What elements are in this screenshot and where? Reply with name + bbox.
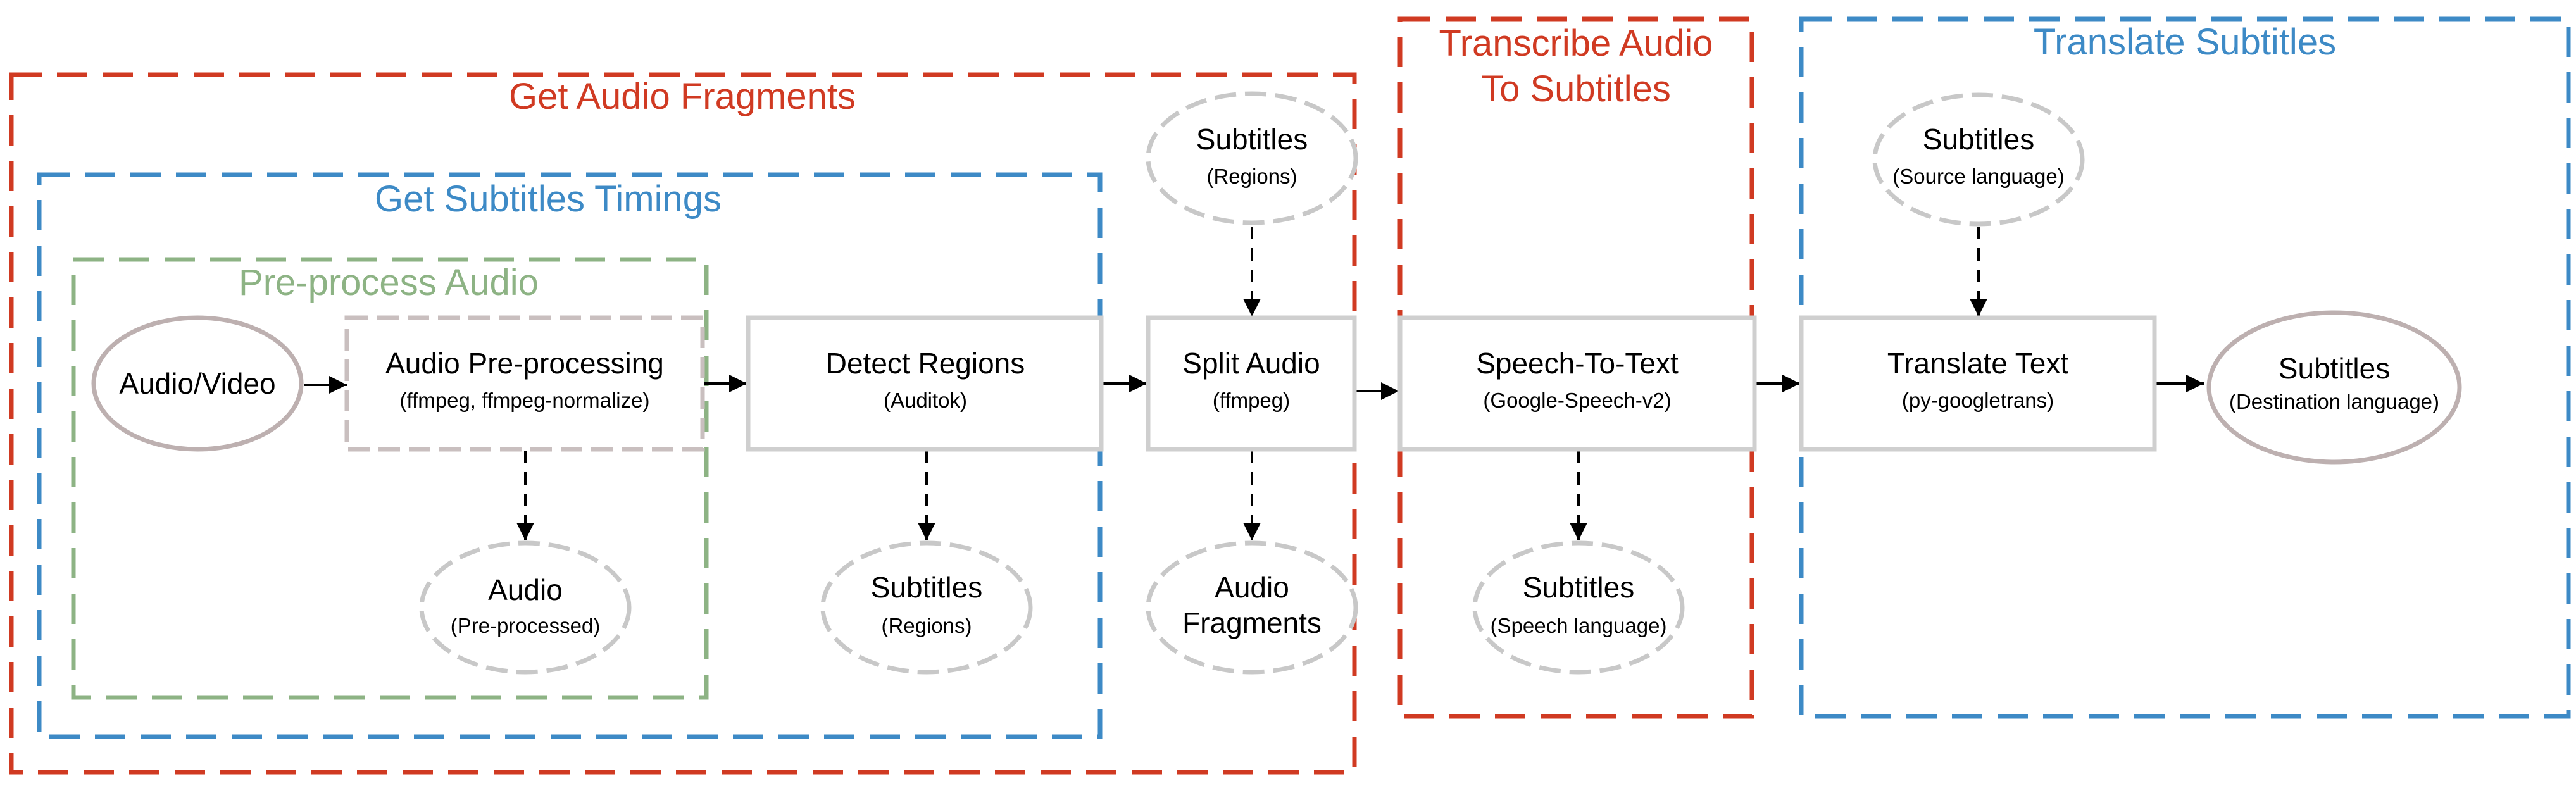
data-subtitles-destination: Subtitles (Destination language) <box>2206 310 2462 465</box>
data-subtitles-regions-split: Subtitles (Regions) <box>1146 91 1358 225</box>
arrows <box>304 227 2204 540</box>
data-audio-video-shape <box>91 315 304 452</box>
process-detect-regions-sub: (Auditok) <box>884 389 967 412</box>
group-get-audio-fragments-title: Get Audio Fragments <box>509 76 856 117</box>
process-translate-text-title: Translate Text <box>1887 347 2069 380</box>
group-translate: Translate Subtitles <box>1799 16 2571 719</box>
process-speech-to-text-sub: (Google-Speech-v2) <box>1483 389 1671 412</box>
data-audio-fragments: Audio Fragments <box>1146 540 1358 675</box>
process-split-audio-title: Split Audio <box>1182 347 1320 380</box>
data-subtitles-speech-sub: (Speech language) <box>1491 614 1667 637</box>
data-audio-video-title: Audio/Video <box>119 367 275 400</box>
process-translate-text-box <box>1799 315 2157 452</box>
data-audio-fragments-shape <box>1146 540 1358 675</box>
process-translate-text: Translate Text (py-googletrans) <box>1799 315 2157 452</box>
data-audio-preprocessed-title: Audio <box>488 573 563 606</box>
group-translate-title: Translate Subtitles <box>2034 22 2336 63</box>
data-subtitles-speech-shape <box>1472 540 1685 675</box>
data-audio-preprocessed-shape <box>419 540 632 675</box>
process-speech-to-text-title: Speech-To-Text <box>1476 347 1679 380</box>
data-subtitles-source-shape <box>1872 92 2085 227</box>
group-preprocess-audio-title: Pre-process Audio <box>239 262 539 303</box>
process-audio-preprocessing-box <box>344 315 705 452</box>
group-transcribe-title-line1: Transcribe Audio <box>1439 23 1713 64</box>
process-split-audio: Split Audio (ffmpeg) <box>1146 315 1357 452</box>
data-subtitles-source-sub: (Source language) <box>1892 165 2065 188</box>
data-subtitles-regions-split-shape <box>1146 91 1358 225</box>
data-subtitles-regions-detect-sub: (Regions) <box>881 614 972 637</box>
process-detect-regions-title: Detect Regions <box>826 347 1025 380</box>
data-audio-preprocessed-sub: (Pre-processed) <box>451 614 601 637</box>
process-speech-to-text: Speech-To-Text (Google-Speech-v2) <box>1397 315 1757 452</box>
process-detect-regions: Detect Regions (Auditok) <box>746 315 1104 452</box>
process-detect-regions-box <box>746 315 1104 452</box>
group-get-subtitles-timings: Get Subtitles Timings <box>37 172 1103 739</box>
group-preprocess-audio-border <box>71 257 709 700</box>
group-preprocess-audio: Pre-process Audio <box>71 257 709 700</box>
data-subtitles-speech: Subtitles (Speech language) <box>1472 540 1685 675</box>
data-subtitles-regions-split-sub: (Regions) <box>1206 165 1297 188</box>
process-split-audio-sub: (ffmpeg) <box>1213 389 1290 412</box>
data-audio-fragments-title-line1: Audio <box>1215 571 1289 604</box>
data-audio-preprocessed: Audio (Pre-processed) <box>419 540 632 675</box>
data-subtitles-source-title: Subtitles <box>1923 123 2034 156</box>
process-translate-text-sub: (py-googletrans) <box>1902 389 2054 412</box>
process-split-audio-box <box>1146 315 1357 452</box>
data-audio-fragments-title-line2: Fragments <box>1182 606 1322 639</box>
process-audio-preprocessing-sub: (ffmpeg, ffmpeg-normalize) <box>400 389 650 412</box>
data-subtitles-destination-shape <box>2206 310 2462 465</box>
data-subtitles-regions-split-title: Subtitles <box>1196 123 1308 156</box>
data-subtitles-destination-sub: (Destination language) <box>2229 390 2439 413</box>
process-audio-preprocessing-title: Audio Pre-processing <box>385 347 664 380</box>
data-subtitles-speech-title: Subtitles <box>1523 571 1634 604</box>
process-speech-to-text-box <box>1397 315 1757 452</box>
data-subtitles-regions-detect-title: Subtitles <box>871 571 982 604</box>
data-subtitles-source: Subtitles (Source language) <box>1872 92 2085 227</box>
process-audio-preprocessing: Audio Pre-processing (ffmpeg, ffmpeg-nor… <box>344 315 705 452</box>
data-subtitles-regions-detect-shape <box>820 540 1033 675</box>
data-audio-video: Audio/Video <box>91 315 304 452</box>
group-get-subtitles-timings-title: Get Subtitles Timings <box>375 178 722 220</box>
data-subtitles-destination-title: Subtitles <box>2279 352 2390 385</box>
data-subtitles-regions-detect: Subtitles (Regions) <box>820 540 1033 675</box>
group-transcribe-title-line2: To Subtitles <box>1481 68 1671 109</box>
group-get-subtitles-timings-border <box>37 172 1103 739</box>
